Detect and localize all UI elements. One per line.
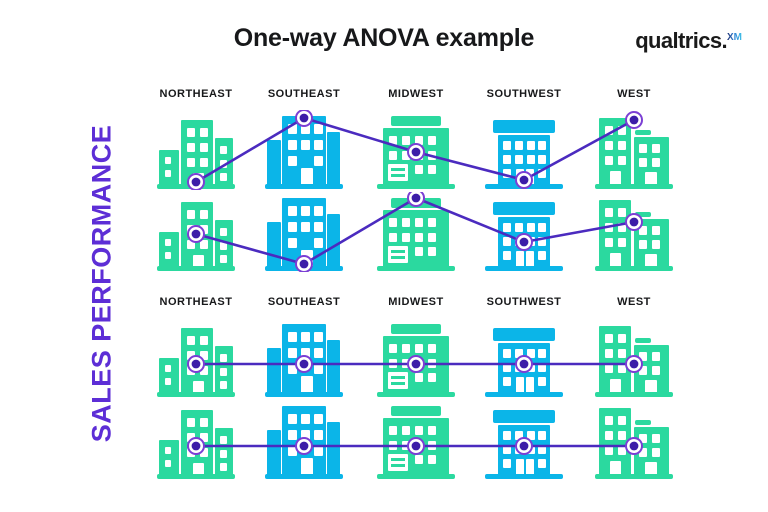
region-label-midwest: MIDWEST [388, 296, 444, 308]
building-northeast-row1 [157, 110, 235, 190]
building-northeast-row4 [157, 400, 235, 480]
building-southeast-row3 [265, 318, 343, 398]
building-southwest-row3 [485, 318, 563, 398]
building-northeast-row3 [157, 318, 235, 398]
region-label-row: NORTHEAST SOUTHEAST MIDWEST SOUTHWEST WEST [150, 296, 682, 312]
region-label-west: WEST [617, 296, 651, 308]
building-west-row3 [595, 318, 673, 398]
chart-row-4 [150, 400, 682, 480]
region-label-northeast: NORTHEAST [159, 296, 233, 308]
vertical-axis-label: SALES PERFORMANCE [86, 124, 117, 443]
logo-xm-superscript: XM [727, 31, 742, 43]
building-southwest-row1 [485, 110, 563, 190]
building-midwest-row2 [377, 192, 455, 272]
building-southeast-row1 [265, 110, 343, 190]
building-southeast-row4 [265, 400, 343, 480]
chart-row-3 [150, 318, 682, 398]
region-label-midwest: MIDWEST [388, 88, 444, 100]
region-label-west: WEST [617, 88, 651, 100]
building-southwest-row2 [485, 192, 563, 272]
building-southeast-row2 [265, 192, 343, 272]
region-label-southeast: SOUTHEAST [267, 88, 341, 100]
building-west-row1 [595, 110, 673, 190]
building-southwest-row4 [485, 400, 563, 480]
page-title: One-way ANOVA example [233, 24, 535, 52]
building-northeast-row2 [157, 192, 235, 272]
region-label-southwest: SOUTHWEST [486, 296, 562, 308]
logo-wordmark: qualtrics. [635, 28, 727, 53]
building-midwest-row1 [377, 110, 455, 190]
building-west-row2 [595, 192, 673, 272]
region-label-northeast: NORTHEAST [159, 88, 233, 100]
region-label-southwest: SOUTHWEST [486, 88, 562, 100]
building-midwest-row4 [377, 400, 455, 480]
region-label-southeast: SOUTHEAST [267, 296, 341, 308]
building-west-row4 [595, 400, 673, 480]
chart-row-1 [150, 110, 682, 190]
building-midwest-row3 [377, 318, 455, 398]
chart-row-2 [150, 192, 682, 272]
region-label-row: NORTHEAST SOUTHEAST MIDWEST SOUTHWEST WEST [150, 88, 682, 104]
qualtrics-logo: qualtrics.XM [635, 30, 742, 52]
